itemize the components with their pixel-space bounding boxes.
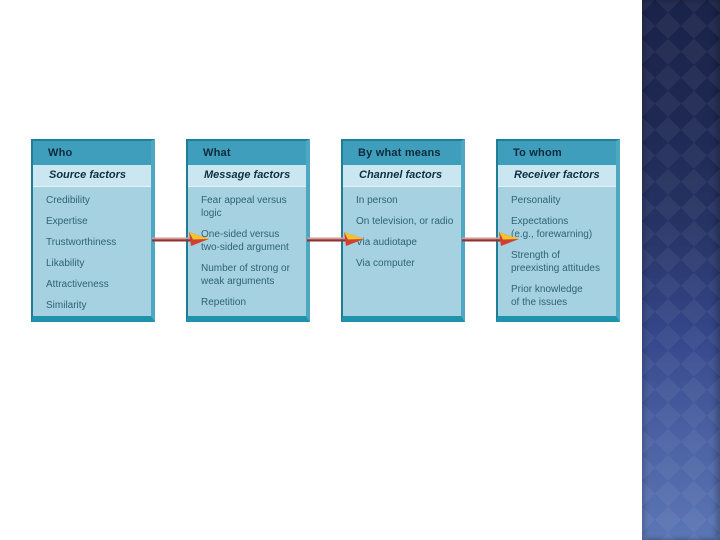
flow-arrow-icon [307, 232, 364, 246]
list-item: Via computer [356, 258, 415, 269]
message-factors-list: Fear appeal versus logic One-sided versu… [188, 187, 306, 309]
list-item: In person [356, 195, 398, 206]
receiver-factors-list: Personality Expectations (e.g., forewarn… [498, 187, 616, 309]
box-header-by-what-means: By what means [343, 141, 461, 165]
list-item: Personality [511, 195, 561, 206]
box-subheader-source-factors: Source factors [33, 165, 151, 187]
list-item: Likability [46, 258, 85, 269]
list-item: On television, or radio [356, 216, 454, 227]
box-subheader-channel-factors: Channel factors [343, 165, 461, 187]
box-header-to-whom: To whom [498, 141, 616, 165]
list-item: Prior knowledge of the issues [511, 284, 583, 308]
list-item: Via audiotape [356, 237, 417, 248]
receiver-factors-box: To whom Receiver factors Personality Exp… [496, 139, 620, 322]
list-item: Fear appeal versus logic [201, 195, 287, 219]
list-item: Repetition [201, 297, 247, 308]
list-item: Credibility [46, 195, 90, 206]
diamond-pattern-decoration [642, 0, 720, 540]
list-item: Similarity [46, 300, 87, 311]
box-header-what: What [188, 141, 306, 165]
message-factors-box: What Message factors Fear appeal versus … [186, 139, 310, 322]
source-factors-box: Who Source factors Credibility Expertise… [31, 139, 155, 322]
box-header-who: Who [33, 141, 151, 165]
list-item: Strength of preexisting attitudes [511, 250, 600, 274]
list-item: Trustworthiness [46, 237, 117, 248]
list-item: Expertise [46, 216, 88, 227]
theme-sidebar [642, 0, 720, 540]
box-subheader-receiver-factors: Receiver factors [498, 165, 616, 187]
list-item: Attractiveness [46, 279, 109, 290]
channel-factors-list: In person On television, or radio Via au… [343, 187, 461, 270]
list-item: One-sided versus two-sided argument [201, 229, 289, 253]
source-factors-list: Credibility Expertise Trustworthiness Li… [33, 187, 151, 312]
flow-arrow-icon [152, 232, 209, 246]
channel-factors-box: By what means Channel factors In person … [341, 139, 465, 322]
flow-arrow-icon [462, 232, 519, 246]
list-item: Expectations (e.g., forewarning) [511, 216, 593, 240]
list-item: Number of strong or weak arguments [201, 263, 290, 287]
box-subheader-message-factors: Message factors [188, 165, 306, 187]
